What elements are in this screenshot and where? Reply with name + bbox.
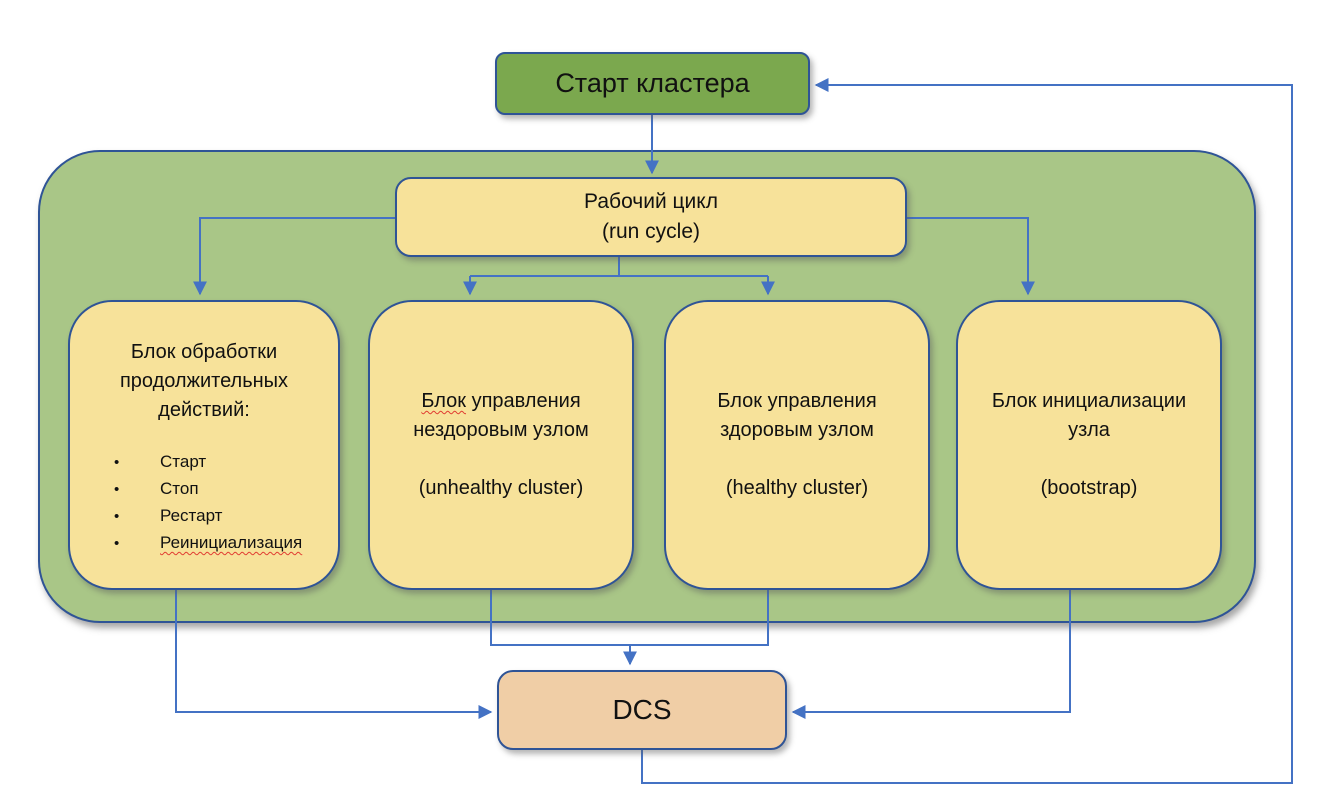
start-cluster-node: Старт кластера [495,52,810,115]
run-cycle-label-en: (run cycle) [601,220,701,243]
bullet-icon: • [114,508,120,525]
start-cluster-label: Старт кластера [555,68,750,98]
healthy-node: Блок управления здоровым узлом (healthy … [664,300,930,590]
long-operations-title: Блок обработки продолжительных действий: [119,341,289,421]
healthy-subtitle: (healthy cluster) [725,477,869,499]
bullet-icon: • [114,454,120,471]
run-cycle-node: Рабочий цикл (run cycle) [395,177,907,257]
list-item-label: Стоп [160,479,199,498]
bullet-icon: • [114,535,120,552]
bootstrap-subtitle: (bootstrap) [1040,477,1138,499]
dcs-label: DCS [612,694,672,725]
dcs-node: DCS [497,670,787,750]
bootstrap-title: Блок инициализации узла [991,390,1187,441]
run-cycle-label-ru: Рабочий цикл [584,190,718,213]
bootstrap-node: Блок инициализации узла (bootstrap) [956,300,1222,590]
unhealthy-node: Блок управления нездоровым узлом (unheal… [368,300,634,590]
list-item: • Стоп [114,476,338,503]
unhealthy-title: Блок управления нездоровым узлом [413,390,589,441]
bullet-icon: • [114,481,120,498]
unhealthy-subtitle: (unhealthy cluster) [418,477,584,499]
list-item-label: Реинициализация [160,533,303,552]
list-item: • Старт [114,449,338,476]
healthy-title: Блок управления здоровым узлом [717,390,877,441]
list-item: • Реинициализация [114,530,338,557]
list-item-label: Старт [160,452,207,471]
long-operations-node: Блок обработки продолжительных действий:… [68,300,340,590]
list-item: • Рестарт [114,503,338,530]
list-item-label: Рестарт [160,506,223,525]
long-operations-list: • Старт • Стоп • Рестарт • Реинициализац… [70,449,338,557]
